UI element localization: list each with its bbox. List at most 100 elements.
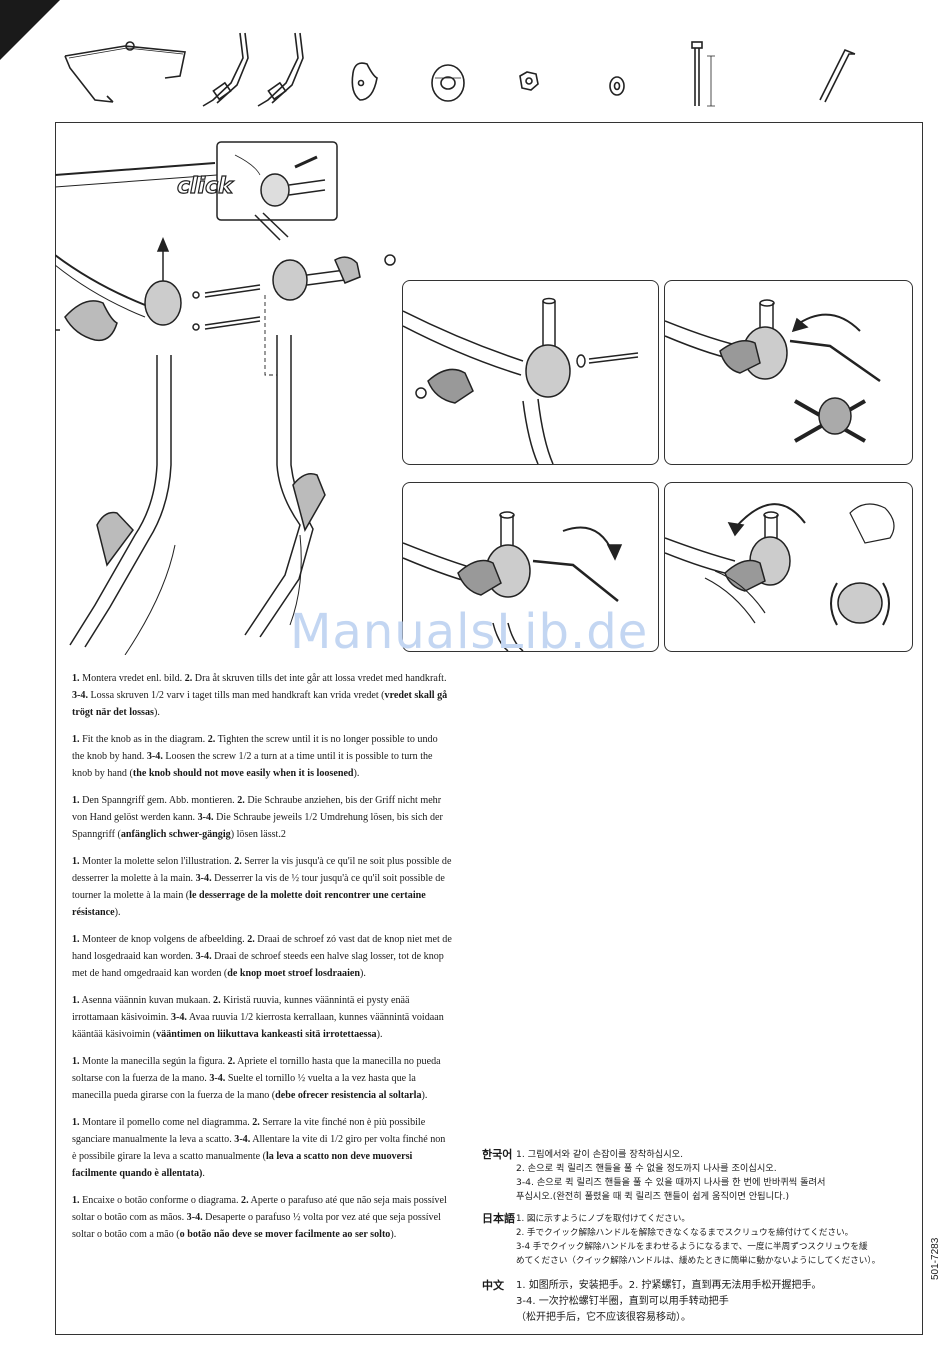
instruction-segment: Die Schraube jeweils 1/2 Umdrehung lösen… — [72, 812, 443, 840]
part-knob — [351, 62, 378, 101]
page-frame — [55, 123, 923, 1335]
instruction-segment: 2. — [184, 673, 193, 684]
instruction-segment: vredet skall gå trögt när det lossas — [72, 690, 448, 718]
instruction-segment: Encaixe o botão conforme o diagrama. — [79, 1195, 242, 1206]
instruction-segment: Kiristä ruuvia, kunnes väännintä ei pyst… — [72, 995, 410, 1023]
instruction-nl: 1. Monteer de knop volgens de afbeelding… — [72, 931, 452, 982]
part-handlebar-frame — [64, 41, 186, 103]
instruction-segment: Aperte o parafuso até que não seja mais … — [72, 1195, 447, 1223]
japanese-line: めてください（クイック解除ハンドルは、緩めたときに簡単に動かないようにしてくださ… — [516, 1256, 881, 1266]
instruction-segment: Fit the knob as in the diagram. — [79, 734, 208, 745]
part-arm-left — [202, 32, 249, 107]
chinese-line: 1. 如图所示，安装把手。2. 拧紧螺钉，直到再无法用手松开握把手。 — [516, 1280, 822, 1291]
japanese-line: 2. 手でクイック解除ハンドルを解除できなくなるまでスクリュウを締付けてください… — [516, 1228, 854, 1238]
instruction-segment: 3-4. — [195, 951, 212, 962]
korean-line: 1. 그림에서와 같이 손잡이를 장착하십시오. — [516, 1149, 684, 1160]
instruction-sv: 1. Montera vredet enl. bild. 2. Dra åt s… — [72, 670, 452, 721]
part-washer — [609, 76, 625, 96]
instruction-fr: 1. Monter la molette selon l'illustratio… — [72, 853, 452, 921]
instruction-segment: 2. — [252, 1117, 260, 1128]
instruction-segment: Dra åt skruven tills det inte går att lo… — [192, 673, 447, 684]
top-rule — [55, 122, 923, 123]
instruction-segment: la leva a scatto non deve muoversi facil… — [72, 1151, 413, 1179]
instruction-segment: Desaperte o parafuso ½ volta por vez até… — [72, 1212, 441, 1240]
instruction-segment: ) lösen lässt.2 — [230, 829, 286, 840]
instruction-segment: Allentare la vite di 1/2 giro per volta … — [72, 1134, 446, 1162]
part-bolt — [691, 41, 715, 107]
instruction-segment: Suelte el tornillo ½ vuelta a la vez has… — [72, 1073, 416, 1101]
instruction-segment: 1. — [72, 795, 80, 806]
instruction-segment: 1. — [72, 734, 80, 745]
instruction-segment: 1. — [72, 995, 80, 1006]
korean-tag: 한국어 — [482, 1148, 513, 1161]
instruction-segment: ). — [376, 1029, 383, 1040]
instruction-segment: debe ofrecer resistencia al soltarla — [275, 1090, 422, 1101]
instruction-korean: 한국어 1. 그림에서와 같이 손잡이를 장착하십시오. 2. 손으로 퀵 릴리… — [482, 1148, 922, 1204]
instruction-segment: the knob should not move easily when it … — [132, 768, 354, 779]
instruction-de: 1. Den Spanngriff gem. Abb. montieren. 2… — [72, 792, 452, 843]
instruction-segment: 2. — [237, 795, 245, 806]
instruction-segment: anfänglich schwer-gängig — [120, 829, 231, 840]
instruction-segment: 2. — [241, 1195, 249, 1206]
step-panel-1 — [402, 280, 659, 465]
instruction-segment: Die Schraube anziehen, bis der Griff nic… — [72, 795, 442, 823]
instruction-segment: Monter la molette selon l'illustration. — [79, 856, 235, 867]
instruction-segment: Monte la manecilla según la figura. — [79, 1056, 228, 1067]
japanese-tag: 日本語 — [482, 1212, 515, 1225]
instruction-segment: 2. — [227, 1056, 236, 1067]
corner-mark — [0, 0, 60, 60]
instruction-segment: 1. — [72, 1056, 80, 1067]
instruction-segment: Draai de schroef zó vast dat de knop nie… — [72, 934, 452, 962]
instruction-segment: Monteer de knop volgens de afbeelding. — [79, 934, 248, 945]
instruction-segment: Apriete el tornillo hasta que la manecil… — [72, 1056, 441, 1084]
knob-assembly-right — [254, 212, 396, 301]
part-hex-key — [819, 48, 856, 103]
instruction-segment: 3-4. — [197, 812, 214, 823]
instruction-segment: 3-4. — [72, 690, 88, 701]
instruction-segment: Draai de schroef steeds een halve slag l… — [72, 951, 444, 979]
document-code: 501-7283 — [930, 1237, 941, 1280]
knob-assembly-left — [55, 237, 261, 342]
korean-line: 2. 손으로 퀵 릴리즈 핸들을 풀 수 없을 정도까지 나사를 조이십시오. — [516, 1163, 777, 1174]
instruction-segment: ). — [353, 768, 360, 779]
instruction-segment: ). — [390, 1229, 397, 1240]
part-nut — [519, 71, 539, 91]
instruction-segment: 2. — [207, 734, 216, 745]
instruction-chinese: 中文 1. 如图所示，安装把手。2. 拧紧螺钉，直到再无法用手松开握把手。 3-… — [482, 1278, 922, 1326]
japanese-line: 1. 図に示すようにノブを取付けてください。 — [516, 1214, 690, 1224]
step-panel-4 — [664, 482, 913, 652]
instruction-segment: Tighten the screw until it is no longer … — [72, 734, 438, 762]
instruction-fi: 1. Asenna väännin kuvan mukaan. 2. Kiris… — [72, 992, 452, 1043]
instruction-segment: ). — [114, 907, 121, 918]
instruction-segment: 2. — [234, 856, 242, 867]
instruction-segment: Serrer la vis jusqu'à ce qu'il ne soit p… — [72, 856, 452, 884]
instruction-segment: le desserrage de la molette doit rencont… — [72, 890, 426, 918]
instruction-segment: 1. — [72, 1195, 80, 1206]
instruction-segment: 3-4. — [186, 1212, 203, 1223]
instruction-segment: vääntimen on liikuttava kankeasti sitä i… — [156, 1029, 377, 1040]
korean-line: 3-4. 손으로 퀵 릴리즈 핸들을 풀 수 있을 때까지 나사를 한 번에 반… — [516, 1177, 826, 1188]
instruction-segment: 3-4. — [234, 1134, 251, 1145]
instruction-segment: 2. — [213, 995, 221, 1006]
instruction-segment: ). — [360, 968, 366, 979]
instruction-segment: Montera vredet enl. bild. — [79, 673, 185, 684]
instruction-segment: Asenna väännin kuvan mukaan. — [79, 995, 214, 1006]
instruction-segment: 3-4. — [146, 751, 163, 762]
instruction-segment: Avaa ruuvia 1/2 kierrosta kerrallaan, ku… — [72, 1012, 444, 1040]
chinese-line: （松开把手后，它不应该很容易移动）。 — [516, 1312, 691, 1323]
instruction-segment: ). — [421, 1090, 428, 1101]
part-clamp-disc — [431, 64, 465, 102]
watermark: ManualsLib.de — [290, 604, 649, 660]
chinese-line: 3-4. 一次拧松螺钉半圈，直到可以用手转动把手 — [516, 1296, 729, 1307]
instructions-column: 1. Montera vredet enl. bild. 2. Dra åt s… — [72, 670, 452, 1253]
instruction-segment: Serrare la vite finché non è più possibi… — [72, 1117, 426, 1145]
instruction-segment: 1. — [72, 856, 80, 867]
instruction-japanese: 日本語 1. 図に示すようにノブを取付けてください。 2. 手でクイック解除ハン… — [482, 1212, 922, 1268]
instruction-segment: Desserrer la vis de ½ tour jusqu'à ce qu… — [72, 873, 445, 901]
instruction-segment: 3-4. — [209, 1073, 226, 1084]
chinese-tag: 中文 — [482, 1279, 504, 1292]
click-inset — [216, 141, 338, 221]
instruction-segment: o botão não deve se mover facilmente ao … — [179, 1229, 391, 1240]
instruction-segment: 1. — [72, 934, 80, 945]
instruction-it: 1. Montare il pomello come nel diagramma… — [72, 1114, 452, 1182]
